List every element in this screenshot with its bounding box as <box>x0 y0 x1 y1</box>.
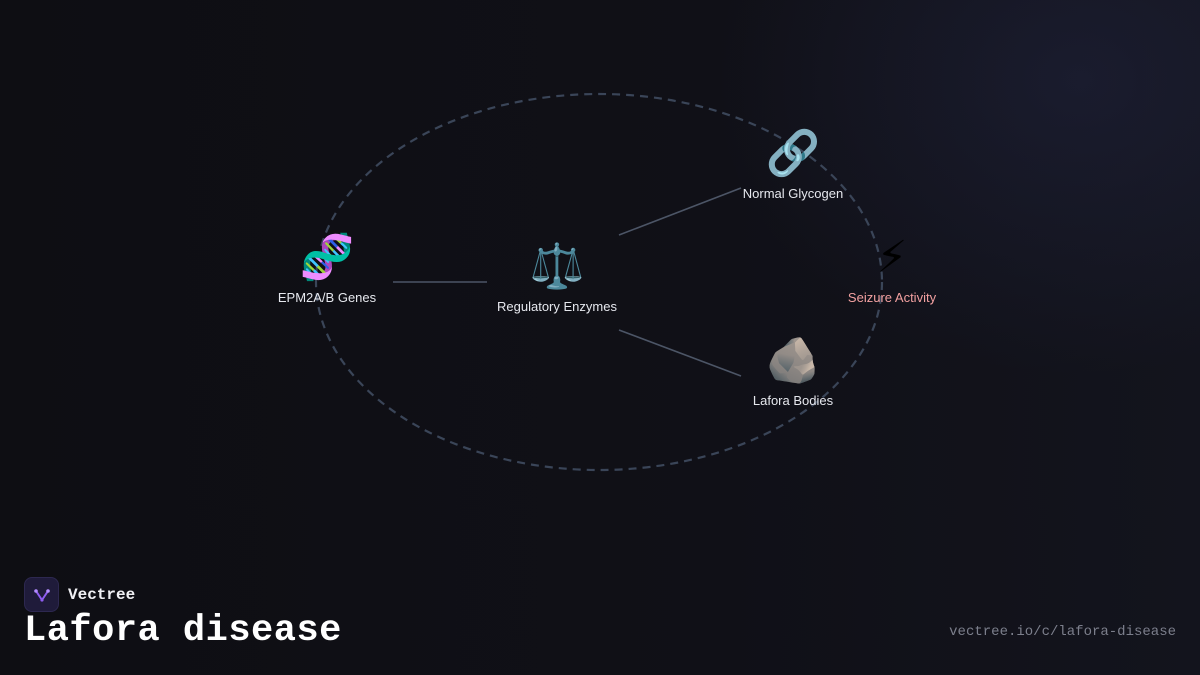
scales-icon: ⚖️ <box>529 241 585 292</box>
node-lafora-bodies[interactable]: 🪨 Lafora Bodies <box>753 335 833 408</box>
page-url[interactable]: vectree.io/c/lafora-disease <box>949 624 1176 640</box>
brand-name: Vectree <box>68 585 136 604</box>
edge-enzymes-to-glycogen <box>618 187 742 236</box>
edge-enzymes-to-bodies <box>618 329 742 377</box>
dna-icon: 🧬 <box>299 232 355 283</box>
node-regulatory-enzymes[interactable]: ⚖️ Regulatory Enzymes <box>497 241 617 314</box>
node-label: Regulatory Enzymes <box>497 299 617 314</box>
brand[interactable]: Vectree <box>24 577 135 612</box>
node-normal-glycogen[interactable]: 🔗 Normal Glycogen <box>743 128 843 201</box>
node-label: Lafora Bodies <box>752 393 834 408</box>
node-epm2a-b-genes[interactable]: 🧬 EPM2A/B Genes <box>278 232 376 305</box>
node-seizure-activity[interactable]: ⚡ Seizure Activity <box>848 232 936 305</box>
node-label: Seizure Activity <box>847 290 937 305</box>
node-label: Normal Glycogen <box>742 186 844 201</box>
node-label: EPM2A/B Genes <box>277 290 377 305</box>
vectree-logo-icon <box>24 577 59 612</box>
lightning-icon: ⚡ <box>876 232 908 283</box>
cycle-ring <box>314 92 884 472</box>
link-icon: 🔗 <box>765 128 821 179</box>
page-title: Lafora disease <box>24 610 342 652</box>
rock-icon: 🪨 <box>765 335 821 386</box>
